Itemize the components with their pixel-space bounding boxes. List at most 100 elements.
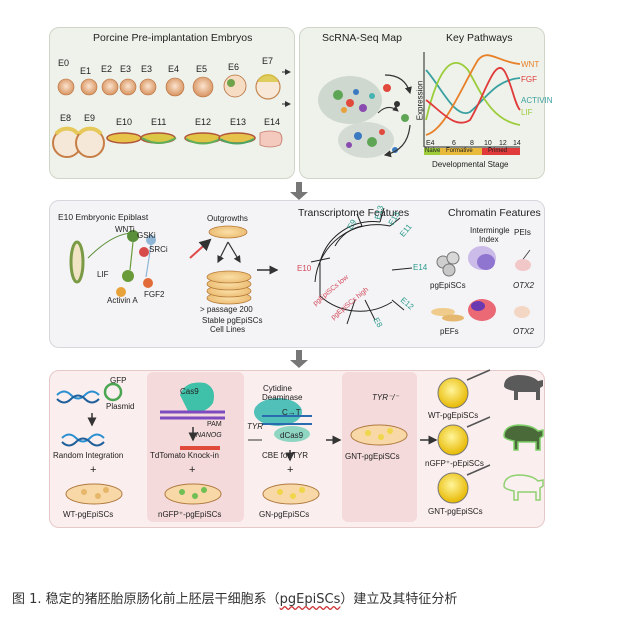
output-ngfp-label: nGFP⁺-pEpiSCs bbox=[425, 459, 484, 468]
factor-srci: SRCi bbox=[149, 245, 168, 254]
stable-label-1: Stable pgEpiSCs bbox=[202, 316, 263, 325]
tyr-ko-label: TYR⁻/⁻ bbox=[372, 393, 399, 402]
row-label-pefs: pEFs bbox=[440, 327, 459, 336]
dna-helix-bottom bbox=[61, 433, 105, 447]
stage-label-e9: E9 bbox=[84, 113, 96, 123]
stage-label-e6: E6 bbox=[228, 62, 240, 72]
caption-suffix: ）建立及其特征分析 bbox=[340, 592, 458, 607]
epiblast-graphic bbox=[69, 230, 212, 297]
x-tick-14: 14 bbox=[513, 140, 521, 147]
cytidine-label-2: Deaminase bbox=[262, 393, 303, 402]
dna-helix-top bbox=[56, 390, 100, 404]
legend-lif: LIF bbox=[521, 108, 533, 117]
pig-icons bbox=[503, 375, 544, 501]
tyr-box bbox=[342, 372, 417, 522]
y-axis-label: Expression bbox=[415, 80, 425, 121]
cytidine-label-1: Cytidine bbox=[263, 384, 292, 393]
dendrogram bbox=[310, 207, 413, 325]
stage-label-e3b: E3 bbox=[141, 64, 153, 74]
peis-label: PEIs bbox=[514, 228, 531, 237]
factor-fgf2: FGF2 bbox=[144, 290, 165, 299]
random-integration-label: Random Integration bbox=[53, 451, 124, 460]
outgrowth-dish bbox=[206, 225, 252, 305]
x-tick-8: 8 bbox=[470, 140, 474, 147]
x-axis-label: Developmental Stage bbox=[432, 160, 509, 169]
pathways-title: Key Pathways bbox=[446, 32, 513, 44]
dish-ngfp bbox=[164, 483, 222, 505]
output-wt-label: WT-pgEpiSCs bbox=[428, 411, 479, 420]
outgrowths-label: Outgrowths bbox=[207, 214, 248, 223]
embryo-row-2 bbox=[52, 126, 283, 158]
cbe-label: CBE for TYR bbox=[262, 451, 309, 460]
wt-label: WT-pgEpiSCs bbox=[63, 510, 114, 519]
x-tick-10: 10 bbox=[484, 140, 492, 147]
gnt-label: GNT-pgEpiSCs bbox=[345, 452, 400, 461]
output-cells bbox=[437, 369, 491, 504]
ngfp-label: nGFP⁺-pgEpiSCs bbox=[158, 510, 222, 519]
stage-label-e5: E5 bbox=[196, 64, 208, 74]
chromatin-title: Chromatin Features bbox=[448, 207, 541, 219]
legend-fgf: FGF bbox=[521, 75, 537, 84]
stage-label-e7: E7 bbox=[262, 56, 274, 66]
gene-label-2: OTX2 bbox=[513, 327, 534, 336]
dish-gn bbox=[262, 483, 320, 505]
x-tick-6: 6 bbox=[452, 140, 456, 147]
output-gnt-label: GNT-pgEpiSCs bbox=[428, 507, 483, 516]
x-tick-e4: E4 bbox=[426, 140, 435, 147]
stage-label-e0: E0 bbox=[58, 58, 70, 68]
stage-label-e4: E4 bbox=[168, 64, 180, 74]
cas9-graphic bbox=[160, 382, 225, 450]
plasmid-label: Plasmid bbox=[106, 402, 135, 411]
stage-label-e2: E2 bbox=[101, 64, 113, 74]
caption-prefix: 图 1. 稳定的猪胚胎原肠化前上胚层干细胞系（ bbox=[12, 592, 280, 607]
tree-label-e14: E14 bbox=[413, 263, 428, 272]
tree-label-e10: E10 bbox=[297, 264, 312, 273]
plus-1: + bbox=[90, 464, 97, 476]
cas9-label: Cas9 bbox=[180, 387, 199, 396]
tdtomato-label: TdTomato Knock-in bbox=[150, 451, 219, 460]
factor-gski: GSKi bbox=[137, 231, 156, 240]
embryo-row-1 bbox=[57, 74, 281, 100]
chromatin-graphics bbox=[431, 246, 531, 322]
stage-label-e10: E10 bbox=[116, 117, 133, 127]
gfp-label: GFP bbox=[110, 376, 127, 385]
legend-activin: ACTIVIN bbox=[521, 96, 553, 105]
intermingle-label-2: Index bbox=[479, 235, 499, 244]
stage-label-e14: E14 bbox=[264, 117, 281, 127]
caption-abbr: pgEpiSCs bbox=[279, 592, 341, 607]
stage-label-e1: E1 bbox=[80, 66, 92, 76]
factor-lif: LIF bbox=[97, 270, 109, 279]
factor-wnti: WNTi bbox=[115, 225, 135, 234]
pathways-chart bbox=[423, 52, 521, 155]
plus-3: + bbox=[287, 464, 294, 476]
dcas9-label: dCas9 bbox=[280, 431, 304, 440]
stage-label-e3a: E3 bbox=[120, 64, 132, 74]
phase-primed: Primed bbox=[488, 148, 508, 154]
scrna-map bbox=[318, 74, 412, 158]
tyr-label: TYR bbox=[247, 422, 263, 431]
embryos-title: Porcine Pre-implantation Embryos bbox=[93, 32, 253, 44]
ct-label: C→T bbox=[282, 408, 301, 417]
stage-label-e12: E12 bbox=[195, 117, 212, 127]
dish-gnt bbox=[350, 424, 408, 446]
stage-label-e8: E8 bbox=[60, 113, 72, 123]
gene-label-1: OTX2 bbox=[513, 281, 534, 290]
pam-label: PAM bbox=[207, 421, 222, 428]
scrna-title: ScRNA-Seq Map bbox=[322, 32, 402, 44]
plus-2: + bbox=[189, 464, 196, 476]
passage-label: > passage 200 bbox=[200, 305, 253, 314]
row-label-pgepiscs: pgEpiSCs bbox=[430, 281, 466, 290]
phase-naive: Naive bbox=[425, 148, 441, 154]
intermingle-label-1: Intermingle bbox=[470, 226, 510, 235]
stage-label-e11: E11 bbox=[151, 117, 167, 127]
figure-caption: 图 1. 稳定的猪胚胎原肠化前上胚层干细胞系（pgEpiSCs）建立及其特征分析 bbox=[12, 588, 457, 607]
legend-wnt: WNT bbox=[521, 60, 540, 69]
epiblast-label: E10 Embryonic Epiblast bbox=[58, 212, 149, 222]
x-tick-12: 12 bbox=[499, 140, 507, 147]
phase-formative: Formative bbox=[446, 148, 473, 154]
nanog-label: NANOG bbox=[196, 432, 222, 439]
gn-label: GN-pgEpiSCs bbox=[259, 510, 310, 519]
dish-wt bbox=[65, 483, 123, 505]
factor-activin: Activin A bbox=[107, 296, 138, 305]
